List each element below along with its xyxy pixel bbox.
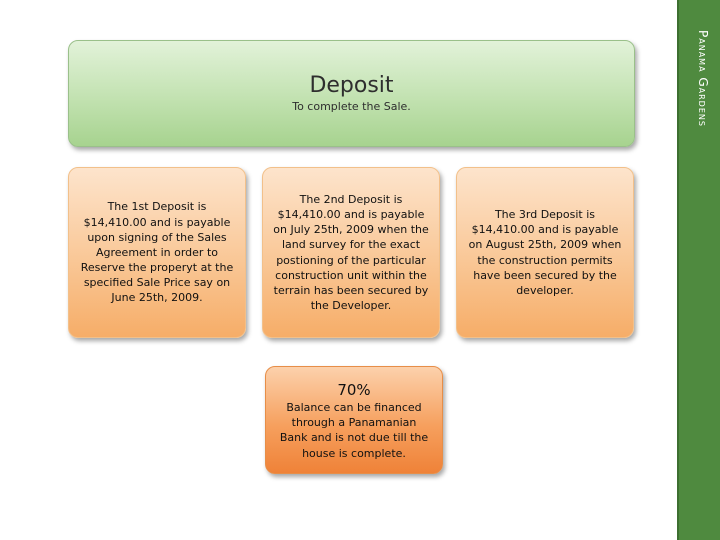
deposit-title: Deposit <box>309 72 394 98</box>
side-bar <box>677 0 720 540</box>
balance-percentage: 70% <box>337 381 371 399</box>
third-deposit-box: The 3rd Deposit is $14,410.00 and is pay… <box>456 167 634 338</box>
second-deposit-box: The 2nd Deposit is $14,410.00 and is pay… <box>262 167 440 338</box>
first-deposit-text: The 1st Deposit is $14,410.00 and is pay… <box>80 200 234 305</box>
side-bar-divider <box>677 0 679 540</box>
deposit-header-box: Deposit To complete the Sale. <box>68 40 635 147</box>
balance-text: Balance can be financed through a Panama… <box>279 401 429 460</box>
third-deposit-text: The 3rd Deposit is $14,410.00 and is pay… <box>468 207 622 297</box>
balance-box: 70% Balance can be financed through a Pa… <box>265 366 443 474</box>
deposit-subtitle: To complete the Sale. <box>292 100 411 114</box>
first-deposit-box: The 1st Deposit is $14,410.00 and is pay… <box>68 167 246 338</box>
second-deposit-text: The 2nd Deposit is $14,410.00 and is pay… <box>273 192 429 313</box>
side-title: Panama Gardens <box>696 30 710 127</box>
